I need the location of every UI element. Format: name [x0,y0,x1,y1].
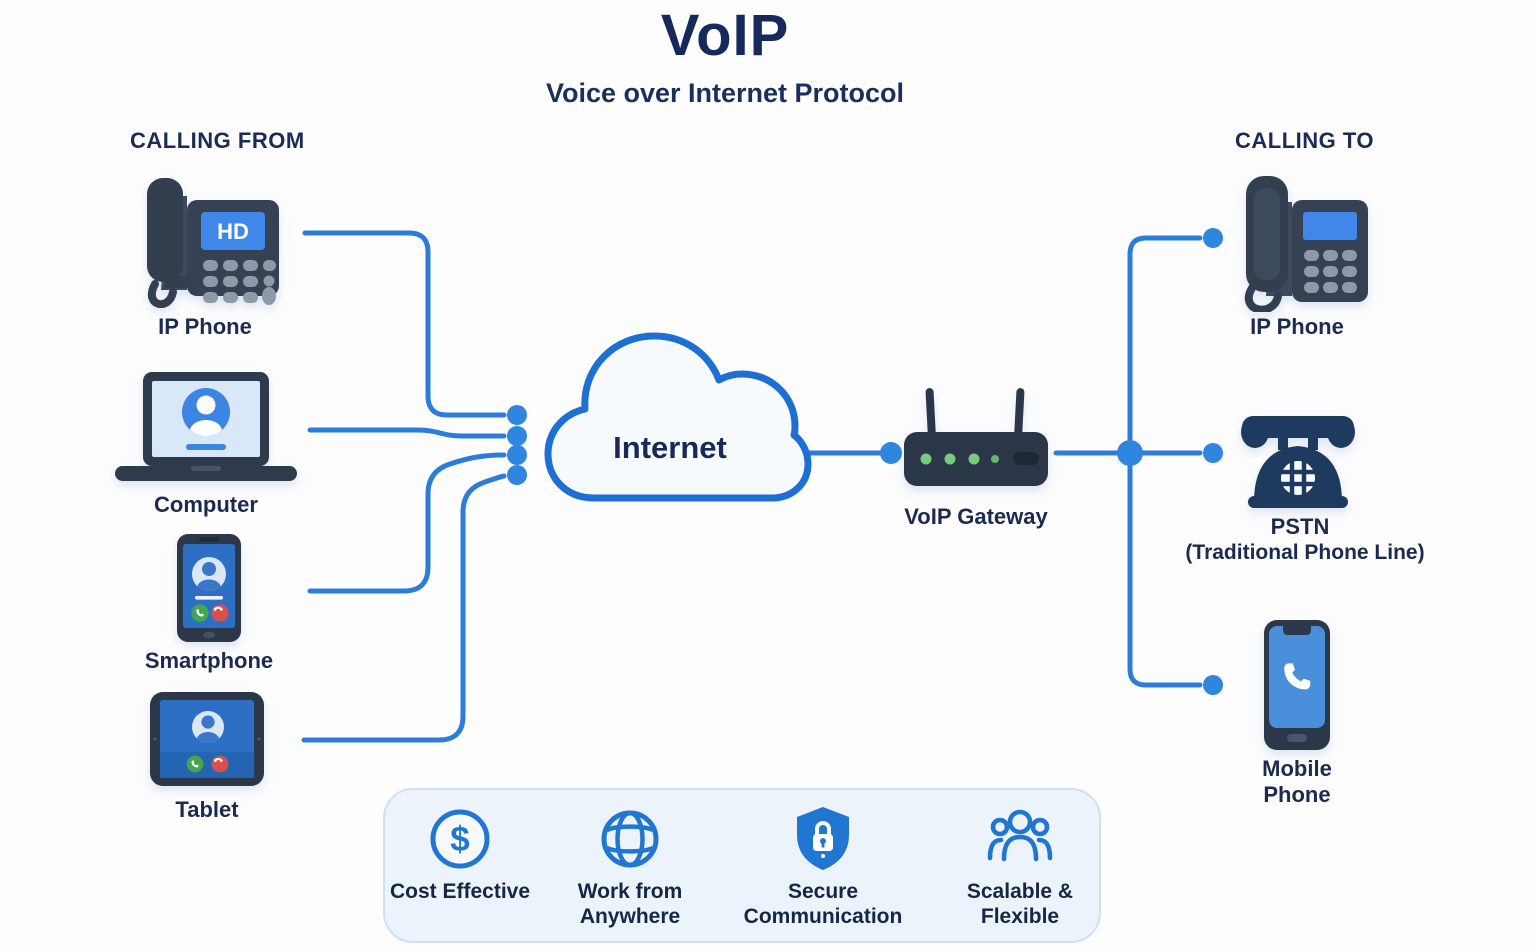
benefit-work-anywhere: Work from Anywhere [540,806,720,930]
tablet-label: Tablet [175,797,239,822]
benefit-secure: Secure Communication [733,804,913,930]
node-dot [507,445,527,465]
voip-gateway-label: VoIP Gateway [904,504,1048,529]
calling-from-heading: CALLING FROM [130,128,305,153]
hd-screen-text: HD [217,219,249,244]
wire-junction-to-ip-phone [1127,235,1203,453]
smartphone-icon [177,534,241,642]
node-dot [507,426,527,446]
ip-phone-icon: HD [147,178,279,308]
computer-icon [115,372,297,481]
node-dot [507,405,527,425]
ip-phone-to-label: IP Phone [1250,314,1344,339]
benefit-label: Work from Anywhere [577,880,683,928]
node-dot [1203,443,1223,463]
benefit-label: Cost Effective [389,880,531,903]
benefits-bar [383,788,1101,943]
benefit-label: Scalable & Flexible [966,880,1074,928]
internet-cloud-icon [544,332,812,502]
pstn-sublabel: (Traditional Phone Line) [1185,541,1425,564]
globe-icon [601,810,659,868]
wire-smartphone-to-internet [307,452,507,594]
node-dot [1203,675,1223,695]
node-dot [1203,228,1223,248]
smartphone-label: Smartphone [144,648,274,673]
page-title: VoIP [660,3,790,68]
wire-ip-phone-to-internet [302,230,507,418]
ip-phone-to-icon [1244,176,1368,312]
benefit-cost-effective: $ Cost Effective [370,806,550,905]
calling-to-heading: CALLING TO [1235,128,1375,153]
junction-dot [1117,440,1143,466]
internet-label: Internet [613,430,727,465]
wire-junction-to-mobile [1127,453,1203,688]
dollar-circle-icon: $ [430,809,490,869]
wire-computer-to-internet [307,427,507,439]
benefit-label: Secure Communication [743,880,903,928]
computer-label: Computer [154,492,258,517]
mobile-phone-icon [1264,620,1330,750]
benefit-scalable: Scalable & Flexible [930,806,1110,930]
shield-lock-icon [797,807,849,870]
mobile-phone-label: Mobile Phone [1262,756,1332,807]
node-dot [880,442,902,464]
svg-text:$: $ [450,820,469,859]
node-dot [507,465,527,485]
voip-gateway-icon [904,388,1048,486]
pstn-phone-icon [1241,416,1355,508]
wire-tablet-to-internet [301,473,507,743]
page-subtitle: Voice over Internet Protocol [545,78,905,108]
tablet-icon [150,692,264,786]
ip-phone-label: IP Phone [158,314,252,339]
pstn-label: PSTN [1270,514,1330,539]
people-icon [987,809,1053,862]
